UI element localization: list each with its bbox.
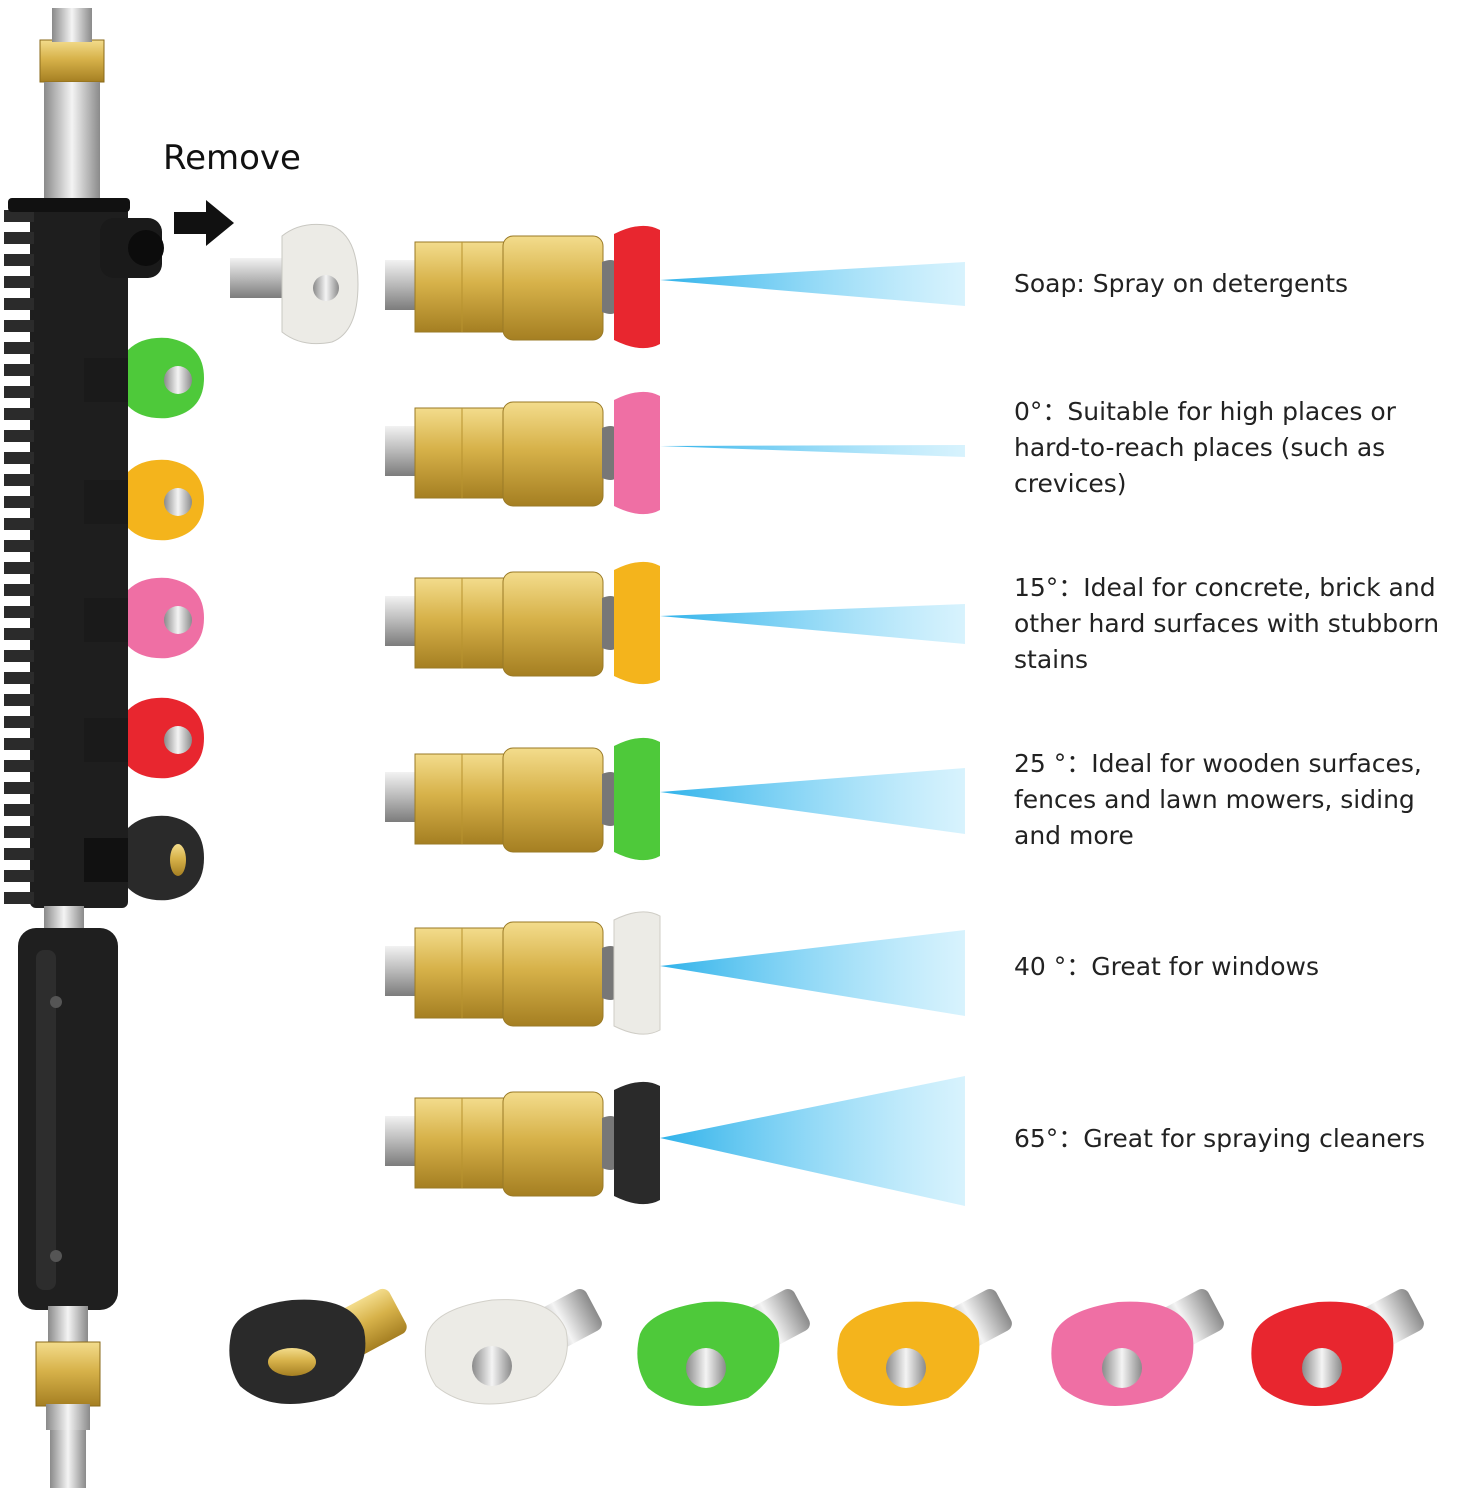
tip-label-40-degree: 40 °：Great for windows bbox=[1014, 952, 1320, 981]
holder-tip-yellow bbox=[84, 459, 204, 541]
removed-white-tip bbox=[230, 223, 359, 345]
loose-tip-yellow bbox=[837, 1289, 1012, 1406]
loose-tip-pink bbox=[1051, 1289, 1224, 1406]
loose-tip-red bbox=[1251, 1289, 1424, 1406]
holder-tip-red bbox=[84, 697, 204, 779]
coupler-row-3 bbox=[385, 561, 965, 685]
coupler-row-1 bbox=[385, 225, 965, 349]
coupler-row-4 bbox=[385, 737, 965, 861]
holder-tip-pink bbox=[84, 577, 204, 659]
loose-tip-black bbox=[229, 1288, 407, 1404]
coupler-row-6 bbox=[385, 1076, 965, 1206]
remove-label: Remove bbox=[163, 138, 301, 178]
coupler-row-2 bbox=[385, 391, 965, 515]
holder-tip-green bbox=[84, 337, 204, 419]
tip-label-soap: Soap: Spray on detergents bbox=[1014, 269, 1349, 298]
loose-tip-white bbox=[424, 1289, 602, 1405]
loose-tip-green bbox=[637, 1289, 810, 1406]
tip-label-0-degree: 0°：Suitable for high places or hard-to-r… bbox=[1014, 397, 1396, 498]
tip-label-65-degree: 65°：Great for spraying cleaners bbox=[1014, 1124, 1425, 1153]
spray-wand bbox=[4, 8, 204, 1488]
tip-label-15-degree: 15°：Ideal for concrete, brick and other … bbox=[1014, 573, 1440, 674]
coupler-row-5 bbox=[385, 911, 965, 1035]
holder-tip-black bbox=[84, 815, 204, 901]
tip-label-25-degree: 25 °：Ideal for wooden surfaces, fences a… bbox=[1014, 749, 1422, 850]
arrow-right-icon bbox=[174, 200, 234, 246]
